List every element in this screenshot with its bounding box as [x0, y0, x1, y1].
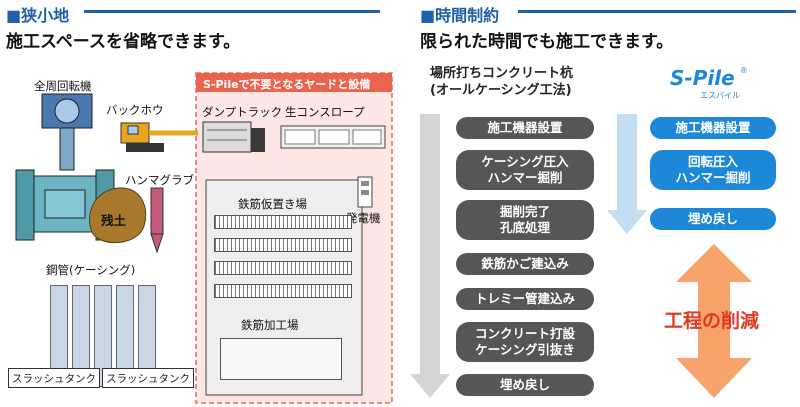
- flow-arrows: [410, 114, 752, 398]
- process-reduction-label: 工程の削減: [664, 310, 760, 332]
- section-title-time-constraint: ■時間制約: [420, 6, 500, 25]
- conv-step-7: 埋め戻し: [456, 374, 594, 396]
- label-steel-pipe: 鋼管(ケーシング): [46, 263, 136, 277]
- spile-step-2: 回転圧入 ハンマー掘削: [650, 150, 776, 190]
- concrete-slope-icon: [280, 125, 386, 149]
- rebar-stack: [214, 215, 352, 229]
- conv-step-5: トレミー管建込み: [456, 288, 594, 310]
- reduction-double-arrow: [676, 244, 752, 398]
- spile-logo-subtext: エスパイル: [700, 91, 740, 100]
- label-rebar-workshop: 鉄筋加工場: [241, 318, 299, 332]
- section-rule-right: [518, 10, 796, 13]
- generator-icon: [357, 176, 373, 208]
- label-rebar-storage: 鉄筋仮置き場: [238, 197, 307, 211]
- backhoe-icon: [120, 122, 198, 152]
- subtitle-time-constraint: 限られた時間でも施工できます。: [420, 32, 674, 52]
- label-rig: 全周回転機: [34, 79, 92, 93]
- rebar-workshop-area: [220, 338, 342, 380]
- spile-step-3: 埋め戻し: [650, 208, 776, 230]
- conv-step-1: 施工機器設置: [456, 117, 594, 139]
- label-generator: 発電機: [346, 211, 381, 225]
- hammer-grab-icon: [150, 187, 164, 254]
- spile-step-1: 施工機器設置: [650, 117, 776, 139]
- registered-mark: ®: [739, 66, 748, 75]
- spile-logo-text: S-Pile: [670, 66, 735, 90]
- conv-step-3: 掘削完了 孔底処理: [456, 200, 594, 240]
- soil-pile-icon: [89, 187, 147, 244]
- conventional-method-heading: 場所打ちコンクリート杭 (オールケーシング工法): [430, 66, 574, 98]
- label-unnecessary-zone: S-Pileで不要となるヤードと設備: [203, 78, 371, 91]
- label-hammer-grab: ハンマグラブ: [125, 173, 194, 187]
- rebar-stack: [214, 284, 352, 298]
- conv-step-2: ケーシング圧入 ハンマー掘削: [456, 150, 594, 190]
- dump-truck-icon: [202, 121, 265, 153]
- label-dump-truck: ダンプトラック: [202, 105, 283, 119]
- label-soil: 残土: [101, 213, 127, 228]
- conventional-flow-arrow: [410, 114, 450, 398]
- subtitle-narrow-site: 施工スペースを省略できます。: [6, 32, 241, 52]
- spile-logo: S-Pile ® エスパイル: [670, 66, 770, 101]
- label-concrete-slope: 生コンスロープ: [285, 105, 365, 119]
- rebar-stack: [214, 238, 352, 252]
- conv-step-4: 鉄筋かご建込み: [456, 253, 594, 275]
- label-backhoe: バックホウ: [106, 103, 164, 117]
- rebar-stack: [214, 261, 352, 275]
- section-title-narrow-site: ■狭小地: [6, 6, 70, 25]
- slush-tank: スラッシュタンク: [8, 368, 100, 388]
- zone-header-bar: [196, 73, 392, 92]
- section-rule-left: [84, 10, 380, 13]
- slush-tank: スラッシュタンク: [102, 368, 194, 388]
- spile-flow-arrow: [607, 114, 647, 234]
- conv-step-6: コンクリート打設 ケーシング引抜き: [456, 322, 594, 362]
- full-rotation-rig-icon: [15, 93, 115, 241]
